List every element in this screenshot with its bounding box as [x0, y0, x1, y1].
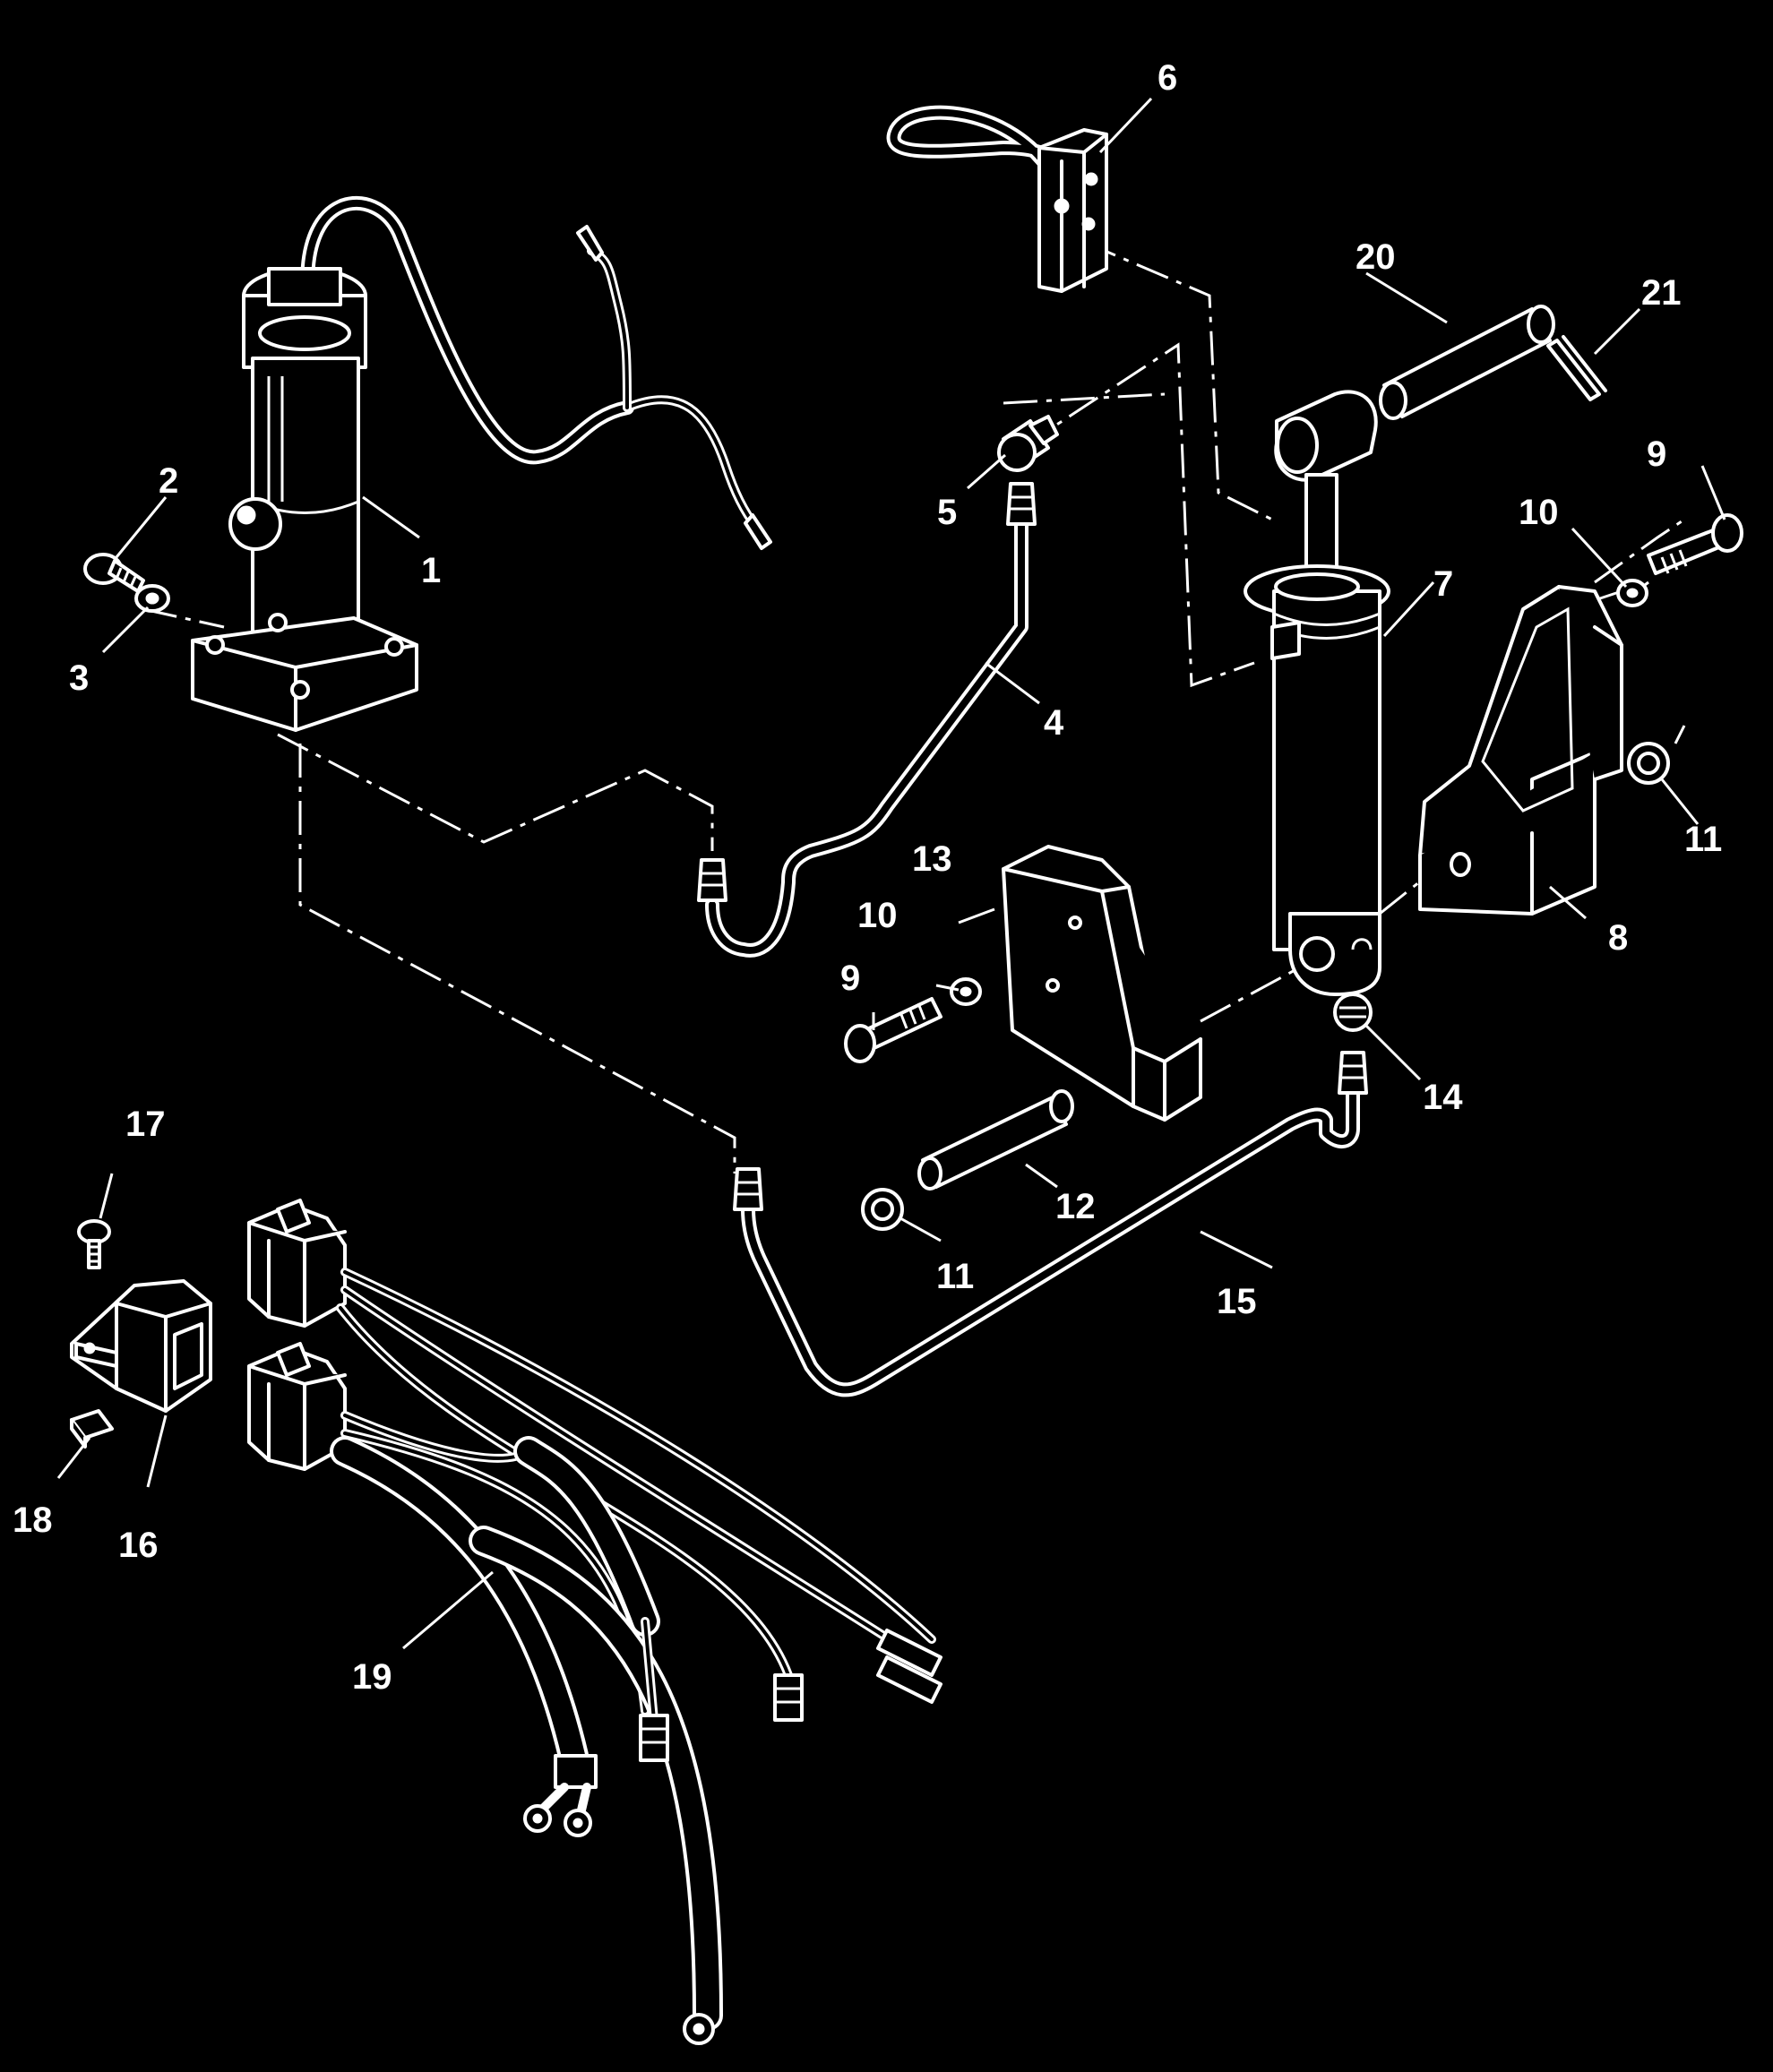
callout-1: 1 — [421, 551, 441, 590]
leader-lines — [56, 97, 1726, 1650]
callout-16: 16 — [118, 1526, 159, 1565]
callout-10-right: 10 — [1519, 493, 1559, 532]
nut-part-11-left — [861, 1188, 904, 1231]
trim-cylinder-part-7 — [1244, 390, 1390, 996]
hydraulic-line-part-15 — [733, 1051, 1368, 1397]
callout-3: 3 — [69, 658, 89, 698]
callout-14: 14 — [1423, 1078, 1463, 1117]
callout-18: 18 — [13, 1500, 53, 1540]
pin-part-12 — [917, 1089, 1074, 1191]
callout-10-left: 10 — [857, 896, 898, 935]
callout-11-right: 11 — [1684, 820, 1722, 859]
washer-part-3 — [134, 584, 170, 613]
bolt-part-9-left — [844, 997, 942, 1063]
wire-harness-part-19 — [247, 1199, 942, 2045]
callout-13: 13 — [912, 839, 952, 879]
callout-7: 7 — [1433, 564, 1453, 604]
screw-part-2 — [83, 553, 145, 593]
callout-20: 20 — [1356, 237, 1396, 277]
callout-15: 15 — [1217, 1282, 1257, 1321]
callout-5: 5 — [937, 493, 957, 532]
callout-9-right: 9 — [1647, 434, 1666, 474]
screw-part-17 — [77, 1219, 111, 1269]
washer-part-10-left — [950, 977, 982, 1006]
callout-12: 12 — [1055, 1187, 1096, 1226]
fitting-part-14 — [1333, 993, 1373, 1032]
bolt-part-9-right — [1647, 513, 1743, 575]
nut-part-11-right — [1627, 742, 1670, 785]
cotter-pin-part-21 — [1546, 335, 1607, 401]
pump-motor-assembly — [191, 196, 772, 732]
callout-4: 4 — [1044, 703, 1064, 743]
callout-21: 21 — [1641, 273, 1682, 313]
clip-part-18 — [70, 1409, 114, 1449]
pin-part-20 — [1379, 305, 1555, 420]
callout-labels: 1 2 3 4 5 6 7 8 9 9 10 10 11 11 12 13 14… — [13, 58, 1722, 1697]
callout-6: 6 — [1158, 58, 1177, 98]
callout-17: 17 — [125, 1105, 166, 1144]
callout-19: 19 — [352, 1657, 392, 1697]
fitting-part-5 — [997, 415, 1059, 472]
bracket-part-6 — [886, 105, 1108, 293]
callout-2: 2 — [159, 461, 178, 501]
callout-8: 8 — [1608, 918, 1628, 958]
alignment-lines — [142, 240, 1686, 1174]
relay-part-16 — [70, 1279, 212, 1413]
bracket-part-8 — [1418, 585, 1623, 916]
callout-11-left: 11 — [936, 1257, 974, 1296]
callout-9-left: 9 — [840, 959, 860, 998]
bracket-part-13 — [1002, 845, 1202, 1122]
hydraulic-line-part-4 — [697, 482, 1037, 958]
